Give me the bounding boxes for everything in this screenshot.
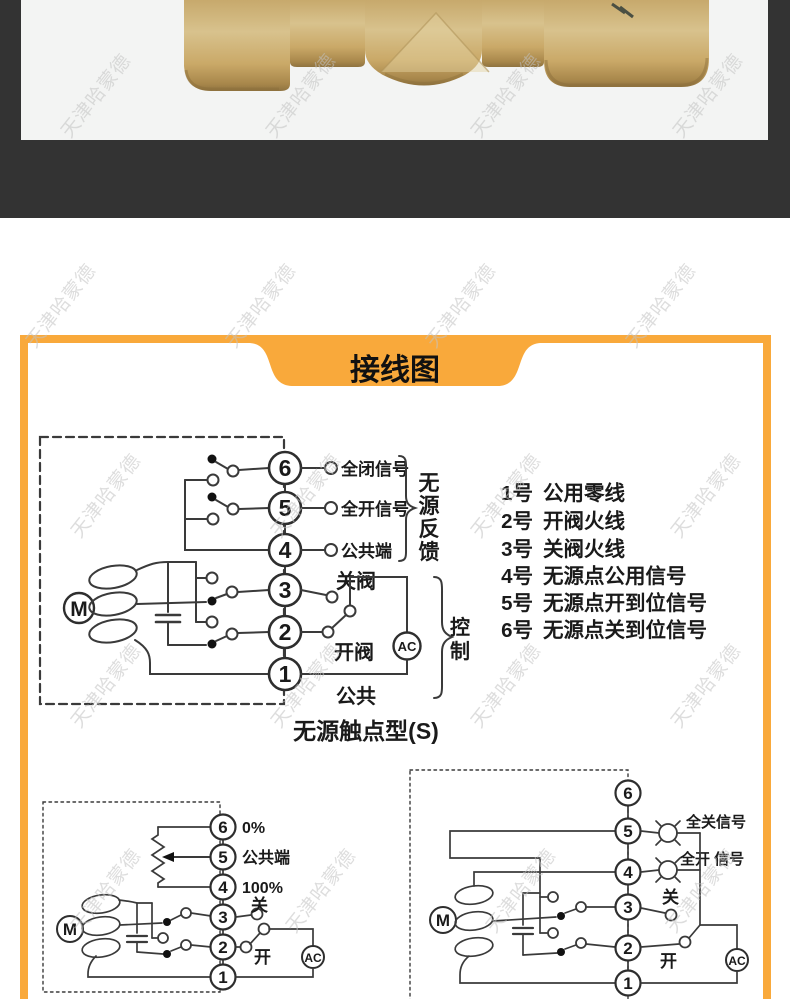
control-wiring: 关 AC 开: [640, 832, 749, 984]
svg-text:1: 1: [279, 661, 292, 687]
capacitor-symbol: [511, 892, 535, 956]
svg-text:反: 反: [419, 518, 440, 541]
svg-text:M: M: [63, 920, 77, 939]
svg-text:6: 6: [623, 784, 632, 803]
control-wiring: AC: [235, 907, 325, 978]
brass-valve-image: [184, 0, 709, 91]
svg-text:6: 6: [218, 818, 227, 837]
svg-text:源: 源: [419, 495, 440, 518]
limit-switches-feedback: [184, 454, 270, 551]
capacitor-symbol: [118, 899, 153, 953]
label-close-valve: 关阀: [336, 569, 376, 593]
label-close: 关: [251, 895, 268, 915]
svg-text:6: 6: [279, 455, 292, 481]
actuator-dashed-outline: [38, 435, 286, 706]
svg-text:2: 2: [279, 619, 292, 645]
svg-text:AC: AC: [728, 954, 746, 968]
motor-symbol: M: [56, 893, 121, 959]
label-full-close-signal: 全关信号: [685, 813, 746, 831]
svg-text:公用零线: 公用零线: [543, 481, 625, 505]
svg-text:无源点开到位信号: 无源点开到位信号: [543, 591, 707, 615]
valve-photo: [21, 0, 768, 140]
bottom-right-diagram: M: [409, 769, 749, 999]
control-brace: [433, 576, 455, 699]
svg-text:3: 3: [623, 898, 632, 917]
control-brace-label: 控 制: [450, 615, 470, 663]
feedback-brace: [398, 455, 419, 562]
svg-text:3: 3: [279, 577, 292, 603]
wiring-schematics: M: [38, 435, 749, 999]
label-0pct: 0%: [242, 820, 265, 837]
svg-text:无源点公用信号: 无源点公用信号: [543, 564, 687, 588]
wiring-diagram-panel: 接线图 M: [20, 335, 771, 999]
label-common-terminal: 公共端: [341, 541, 392, 561]
motor-contacts: [449, 830, 616, 984]
motor-contacts: [134, 561, 270, 675]
label-common: 公共: [336, 685, 376, 708]
bottom-left-diagram: M: [42, 801, 325, 993]
label-open: 开: [254, 948, 271, 967]
svg-text:无: 无: [419, 472, 440, 495]
svg-text:3: 3: [218, 908, 227, 927]
signal-lamps: 全关信号 全开 信号: [640, 813, 746, 883]
svg-text:馈: 馈: [419, 540, 440, 564]
panel-title-tab: [250, 343, 540, 386]
svg-text:5: 5: [279, 495, 292, 521]
svg-text:6号: 6号: [501, 619, 533, 642]
terminal-list: 1号 公用零线 2号 开阀火线 3号 关阀火线 4号 无源点公用信号 5号 无源…: [501, 481, 707, 642]
svg-text:控: 控: [450, 615, 470, 639]
label-common-terminal: 公共端: [242, 848, 290, 867]
terminal-column-top: 6 5 4 3 2 1: [267, 450, 303, 692]
svg-text:2号: 2号: [501, 510, 533, 533]
motor-symbol: M: [429, 884, 494, 958]
svg-text:4: 4: [623, 863, 633, 882]
svg-text:5: 5: [623, 822, 632, 841]
svg-text:1: 1: [218, 968, 227, 987]
svg-text:M: M: [436, 911, 450, 930]
svg-text:4: 4: [279, 537, 292, 563]
svg-text:1: 1: [623, 974, 632, 993]
label-open-signal: 全开信号: [340, 499, 409, 519]
svg-text:关阀火线: 关阀火线: [543, 537, 625, 561]
capacitor-symbol: [136, 561, 197, 646]
terminal-column-br: 6 5 4 3 2 1: [614, 779, 642, 997]
photo-strip: [0, 0, 790, 218]
svg-text:AC: AC: [398, 639, 417, 654]
svg-text:AC: AC: [304, 951, 322, 965]
svg-text:开阀火线: 开阀火线: [543, 509, 625, 533]
control-wiring: 关阀 AC 开阀 公共: [300, 569, 422, 708]
svg-text:3号: 3号: [501, 538, 533, 561]
motor-symbol: M: [62, 564, 138, 644]
svg-text:5: 5: [218, 848, 227, 867]
svg-text:M: M: [70, 598, 88, 621]
label-open-valve: 开阀: [334, 641, 374, 664]
label-close: 关: [662, 887, 679, 907]
terminal-column-bl: 6 5 4 3 2 1: [209, 813, 237, 991]
label-open: 开: [660, 952, 677, 971]
top-diagram-caption: 无源触点型(S): [293, 718, 439, 744]
label-full-open-signal: 全开 信号: [679, 850, 744, 868]
scratch-mark: [611, 2, 634, 19]
svg-text:2: 2: [218, 938, 227, 957]
feedback-outputs: 全闭信号 全开信号 公共端: [300, 459, 409, 561]
svg-text:1号: 1号: [501, 482, 533, 505]
top-diagram: M: [38, 435, 470, 744]
label-closed-signal: 全闭信号: [340, 459, 409, 479]
svg-text:2: 2: [623, 939, 632, 958]
feedback-brace-label: 无 源 反 馈: [419, 472, 440, 564]
svg-text:4: 4: [218, 878, 228, 897]
svg-text:无源点关到位信号: 无源点关到位信号: [543, 618, 707, 642]
motor-contacts: [87, 902, 212, 978]
svg-text:制: 制: [450, 640, 470, 663]
label-100pct: 100%: [242, 880, 283, 897]
panel-title: 接线图: [350, 354, 440, 387]
svg-text:5号: 5号: [501, 592, 533, 615]
svg-text:4号: 4号: [501, 565, 533, 588]
potentiometer-symbol: [150, 826, 211, 888]
